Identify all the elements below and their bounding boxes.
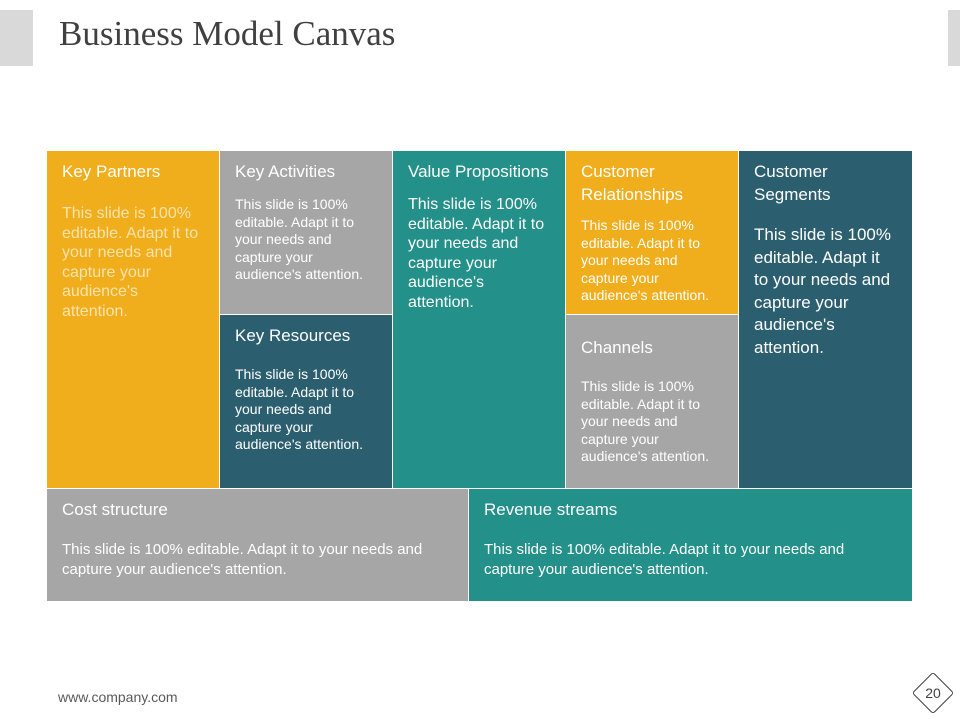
revenue-streams-block: Revenue streams This slide is 100% edita… xyxy=(469,489,912,601)
channels-body: This slide is 100% editable. Adapt it to… xyxy=(581,378,709,464)
key-partners-block: Key Partners This slide is 100% editable… xyxy=(47,151,220,489)
key-resources-block: Key Resources This slide is 100% editabl… xyxy=(220,315,393,489)
key-resources-heading: Key Resources xyxy=(235,326,351,345)
business-model-canvas: Key Partners This slide is 100% editable… xyxy=(47,151,912,601)
customer-relationships-block: Customer Relationships This slide is 100… xyxy=(566,151,739,315)
value-propositions-heading: Value Propositions xyxy=(408,162,549,181)
left-accent-bar xyxy=(0,10,33,66)
key-partners-heading: Key Partners xyxy=(62,162,161,181)
value-propositions-block: Value Propositions This slide is 100% ed… xyxy=(393,151,566,489)
customer-segments-body: This slide is 100% editable. Adapt it to… xyxy=(754,225,892,357)
slide-title: Business Model Canvas xyxy=(59,14,396,53)
key-partners-body: This slide is 100% editable. Adapt it to… xyxy=(62,205,199,320)
key-activities-block: Key Activities This slide is 100% editab… xyxy=(220,151,393,315)
customer-segments-heading: Customer Segments xyxy=(754,162,831,204)
revenue-streams-heading: Revenue streams xyxy=(484,500,618,519)
channels-heading: Channels xyxy=(581,338,653,357)
value-propositions-body: This slide is 100% editable. Adapt it to… xyxy=(408,196,545,311)
key-activities-body: This slide is 100% editable. Adapt it to… xyxy=(235,196,363,282)
right-accent-bar xyxy=(948,10,960,66)
channels-block: Channels This slide is 100% editable. Ad… xyxy=(566,315,739,489)
cost-structure-body: This slide is 100% editable. Adapt it to… xyxy=(62,541,423,578)
cost-structure-block: Cost structure This slide is 100% editab… xyxy=(47,489,469,601)
key-activities-heading: Key Activities xyxy=(235,162,336,181)
customer-segments-block: Customer Segments This slide is 100% edi… xyxy=(739,151,912,489)
page-number-badge: 20 xyxy=(911,671,955,715)
cost-structure-heading: Cost structure xyxy=(62,500,168,519)
page-number: 20 xyxy=(925,685,941,701)
footer-url: www.company.com xyxy=(58,689,178,705)
customer-relationships-heading: Customer Relationships xyxy=(581,162,684,204)
key-resources-body: This slide is 100% editable. Adapt it to… xyxy=(235,366,363,452)
revenue-streams-body: This slide is 100% editable. Adapt it to… xyxy=(484,541,845,578)
customer-relationships-body: This slide is 100% editable. Adapt it to… xyxy=(581,217,709,303)
